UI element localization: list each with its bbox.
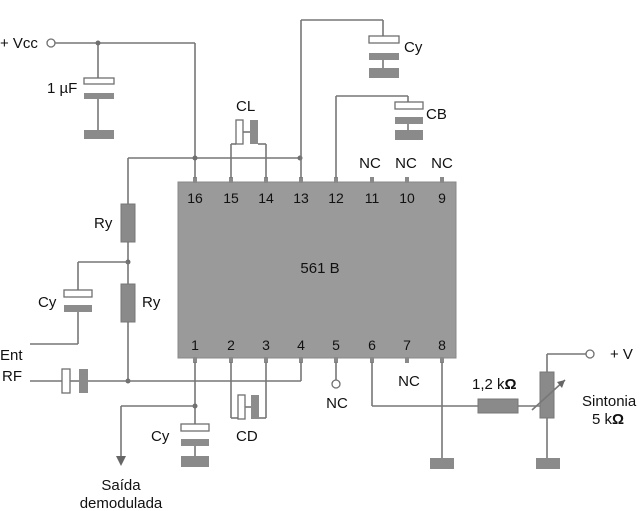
demodulada-label: demodulada xyxy=(80,495,163,511)
plus-v-label: + V xyxy=(610,346,633,363)
pin-7-label: 7 xyxy=(403,337,411,353)
ground-icon xyxy=(430,458,454,469)
output-network xyxy=(116,362,210,467)
nc-pin-10-label: NC xyxy=(395,155,417,172)
nc-pin-9-label: NC xyxy=(431,155,453,172)
pin-14-label: 14 xyxy=(258,190,274,206)
capacitor-cl xyxy=(230,119,267,178)
sintonia-label: Sintonia xyxy=(582,393,637,410)
capacitor-cl-label: CL xyxy=(236,98,255,115)
resistor-ry-mid xyxy=(120,262,136,384)
pin-8-label: 8 xyxy=(438,337,446,353)
pin-10-label: 10 xyxy=(399,190,415,206)
ground-icon xyxy=(369,68,399,78)
ground-icon xyxy=(536,458,560,469)
pin8-ground xyxy=(430,362,454,469)
ic-561b-body xyxy=(177,181,457,359)
resistor-ry-top xyxy=(120,203,136,265)
pot-value: 5 kΩ xyxy=(592,411,624,428)
capacitor-cd-label: CD xyxy=(236,428,258,445)
ic-label: 561 B xyxy=(300,260,339,277)
resistor-ry-mid-label: Ry xyxy=(142,294,161,311)
ground-icon xyxy=(181,456,209,467)
pin-16-label: 16 xyxy=(187,190,203,206)
pin5-nc xyxy=(331,362,341,389)
ic-bottom-pin-stubs xyxy=(193,357,444,363)
pin-12-label: 12 xyxy=(328,190,344,206)
nc-pin-7-label: NC xyxy=(398,373,420,390)
nc-pin-11-label: NC xyxy=(359,155,381,172)
pin-13-label: 13 xyxy=(293,190,309,206)
pin-1-label: 1 xyxy=(191,337,199,353)
resistor-1k2 xyxy=(477,398,519,414)
pin-6-label: 6 xyxy=(368,337,376,353)
capacitor-1uf-label: 1 µF xyxy=(47,80,77,97)
capacitor-cy-top-label: Cy xyxy=(404,39,423,56)
potentiometer-5k xyxy=(539,371,555,419)
capacitor-cy-top xyxy=(300,19,400,178)
pin-5-label: 5 xyxy=(332,337,340,353)
pin-2-label: 2 xyxy=(227,337,235,353)
capacitor-cd xyxy=(230,362,267,420)
capacitor-1uf xyxy=(83,77,115,139)
resistor-1k2-value: 1,2 kΩ xyxy=(472,376,517,393)
saida-label: Saída xyxy=(101,477,141,494)
capacitor-cy-left xyxy=(30,261,128,345)
capacitor-cy-bottom-label: Cy xyxy=(151,428,170,445)
vcc-label: + Vcc xyxy=(0,35,38,52)
plus-v-terminal xyxy=(585,349,595,359)
capacitor-cb xyxy=(335,95,424,178)
resistor-ry-top-label: Ry xyxy=(94,215,113,232)
pin-9-label: 9 xyxy=(438,190,446,206)
pin-4-label: 4 xyxy=(297,337,305,353)
output-arrow-icon xyxy=(116,456,126,466)
ground-icon xyxy=(84,130,114,139)
rf-label: RF xyxy=(2,368,22,385)
pin-3-label: 3 xyxy=(262,337,270,353)
vcc-rail xyxy=(46,38,196,178)
tuning-network xyxy=(371,349,595,469)
capacitor-cy-left-label: Cy xyxy=(38,294,57,311)
rf-input xyxy=(30,362,302,394)
capacitor-cb-label: CB xyxy=(426,106,447,123)
pin-11-label: 11 xyxy=(365,190,380,206)
vcc-terminal xyxy=(46,38,56,48)
nc-pin-5-label: NC xyxy=(326,395,348,412)
ent-label: Ent xyxy=(0,347,23,364)
pin-15-label: 15 xyxy=(223,190,239,206)
ground-icon xyxy=(395,130,423,140)
ic-top-pin-stubs xyxy=(193,177,444,183)
